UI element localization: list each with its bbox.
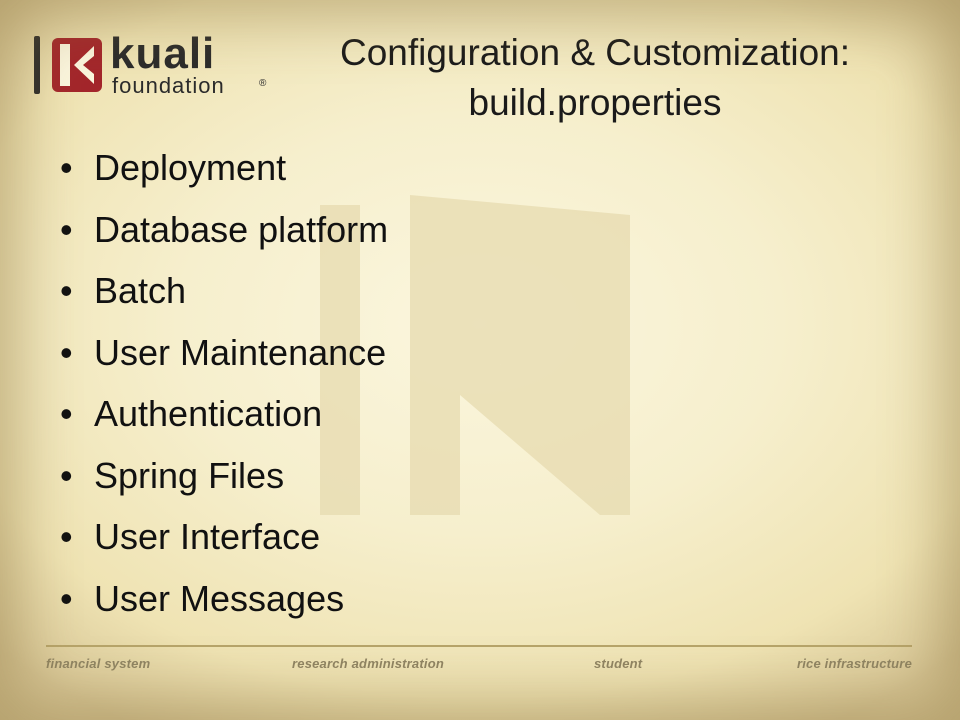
footer-student: student xyxy=(594,656,643,671)
bullet-list: Deployment Database platform Batch User … xyxy=(60,142,388,634)
logo-registered-mark: ® xyxy=(259,78,267,89)
bullet-item-user-messages: User Messages xyxy=(60,573,388,635)
kuali-k-logo-icon xyxy=(52,38,102,92)
footer-financial-system: financial system xyxy=(46,656,151,671)
bullet-item-authentication: Authentication xyxy=(60,388,388,450)
logo-subtext: foundation xyxy=(112,73,225,98)
bullet-item-user-maintenance: User Maintenance xyxy=(60,327,388,389)
kuali-foundation-logo: kuali foundation ® xyxy=(30,30,270,100)
bullet-item-spring-files: Spring Files xyxy=(60,450,388,512)
footer-divider xyxy=(46,645,912,647)
logo-bracket xyxy=(34,36,40,94)
slide-title-line-1: Configuration & Customization: xyxy=(339,32,851,73)
bullet-item-batch: Batch xyxy=(60,265,388,327)
slide-title-line-2: build.properties xyxy=(468,82,722,123)
bullet-item-user-interface: User Interface xyxy=(60,511,388,573)
footer-rice-infrastructure: rice infrastructure xyxy=(796,656,912,671)
bullet-item-deployment: Deployment xyxy=(60,142,388,204)
slide-title: Configuration & Customization: build.pro… xyxy=(290,28,900,128)
footer-research-administration: research administration xyxy=(292,656,444,671)
logo-wordmark: kuali xyxy=(110,29,216,78)
bullet-item-database-platform: Database platform xyxy=(60,204,388,266)
